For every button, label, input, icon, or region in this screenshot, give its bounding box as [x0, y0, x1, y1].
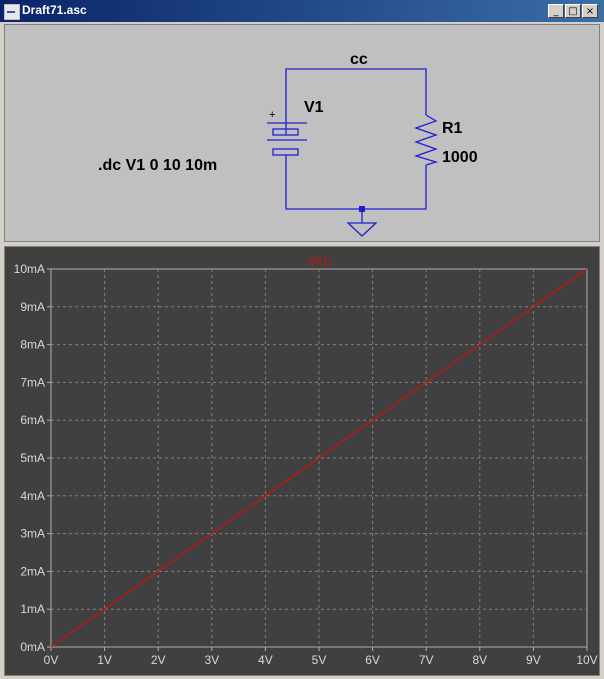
plot-canvas[interactable]: 0V 1V 2V 3V 4V 5V 6V 7V 8V 9V 10V 0mA 1mA 2mA 3mA 4mA 5m… [5, 247, 599, 675]
y-tick-label: 4mA [20, 489, 45, 503]
minimize-button[interactable]: _ [548, 4, 564, 18]
y-tick-label: 7mA [20, 375, 45, 389]
schematic-editor[interactable]: cc V1 + R1 1000 .dc V1 0 10 10m [4, 24, 600, 242]
resistor-r1-symbol[interactable] [413, 114, 439, 166]
trace-label-i-r1[interactable]: I(R1) [308, 256, 332, 268]
x-tick-label: 10V [576, 653, 597, 667]
y-tick-label: 8mA [20, 338, 45, 352]
resistor-value-label[interactable]: 1000 [442, 149, 478, 166]
y-tick-label: 0mA [20, 640, 45, 654]
y-tick-label: 9mA [20, 300, 45, 314]
window-titlebar[interactable]: Draft71.asc _ □ × [0, 0, 604, 22]
window-title: Draft71.asc [22, 3, 87, 17]
x-tick-label: 1V [97, 653, 112, 667]
y-tick-label: 10mA [14, 262, 45, 276]
source-plus-marker: + [269, 109, 275, 121]
x-tick-label: 3V [204, 653, 219, 667]
x-tick-label: 7V [419, 653, 434, 667]
y-tick-label: 2mA [20, 564, 45, 578]
y-tick-label: 3mA [20, 527, 45, 541]
voltage-source-v1-symbol[interactable] [267, 122, 307, 158]
wire-bottom[interactable] [285, 158, 427, 210]
maximize-button[interactable]: □ [565, 4, 581, 18]
x-tick-label: 2V [151, 653, 166, 667]
y-tick-label: 5mA [20, 451, 45, 465]
x-tick-label: 4V [258, 653, 273, 667]
x-tick-label: 6V [365, 653, 380, 667]
waveform-viewer[interactable]: 0V 1V 2V 3V 4V 5V 6V 7V 8V 9V 10V 0mA 1mA 2mA 3mA 4mA 5m… [4, 246, 600, 676]
x-tick-label: 8V [472, 653, 487, 667]
x-tick-label: 9V [526, 653, 541, 667]
close-button[interactable]: × [582, 4, 598, 18]
schematic-canvas[interactable]: cc V1 + R1 1000 .dc V1 0 10 10m [5, 25, 599, 241]
y-tick-label: 6mA [20, 413, 45, 427]
wire-top[interactable] [285, 68, 427, 128]
spice-directive[interactable]: .dc V1 0 10 10m [98, 157, 217, 174]
y-tick-label: 1mA [20, 602, 45, 616]
schematic-app-icon[interactable] [4, 4, 20, 20]
series-line-i-r1[interactable] [50, 268, 588, 648]
ground-icon[interactable] [346, 206, 378, 237]
source-name-label[interactable]: V1 [304, 99, 324, 116]
x-tick-label: 0V [44, 653, 59, 667]
x-tick-label: 5V [312, 653, 327, 667]
net-label-cc[interactable]: cc [350, 51, 368, 68]
resistor-name-label[interactable]: R1 [442, 120, 463, 137]
